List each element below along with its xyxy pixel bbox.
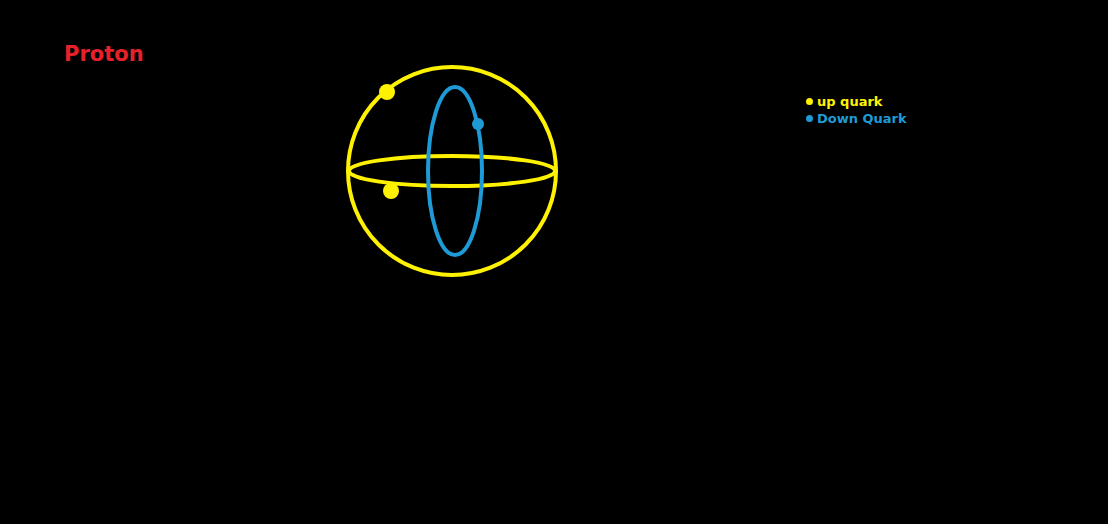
legend-row: Down Quark bbox=[806, 110, 907, 127]
legend-swatch bbox=[806, 98, 813, 105]
up-quark-dot bbox=[383, 183, 399, 199]
down-quark-dot bbox=[472, 118, 484, 130]
up-quark-dot bbox=[379, 84, 395, 100]
legend-label: up quark bbox=[817, 94, 882, 109]
legend-row: up quark bbox=[806, 93, 907, 110]
legend-label: Down Quark bbox=[817, 111, 907, 126]
legend: up quarkDown Quark bbox=[806, 93, 907, 127]
down-quark-orbit bbox=[428, 87, 482, 255]
equator-orbit bbox=[349, 156, 555, 186]
legend-swatch bbox=[806, 115, 813, 122]
diagram-title: Proton bbox=[64, 42, 144, 66]
proton-sphere bbox=[348, 67, 556, 275]
